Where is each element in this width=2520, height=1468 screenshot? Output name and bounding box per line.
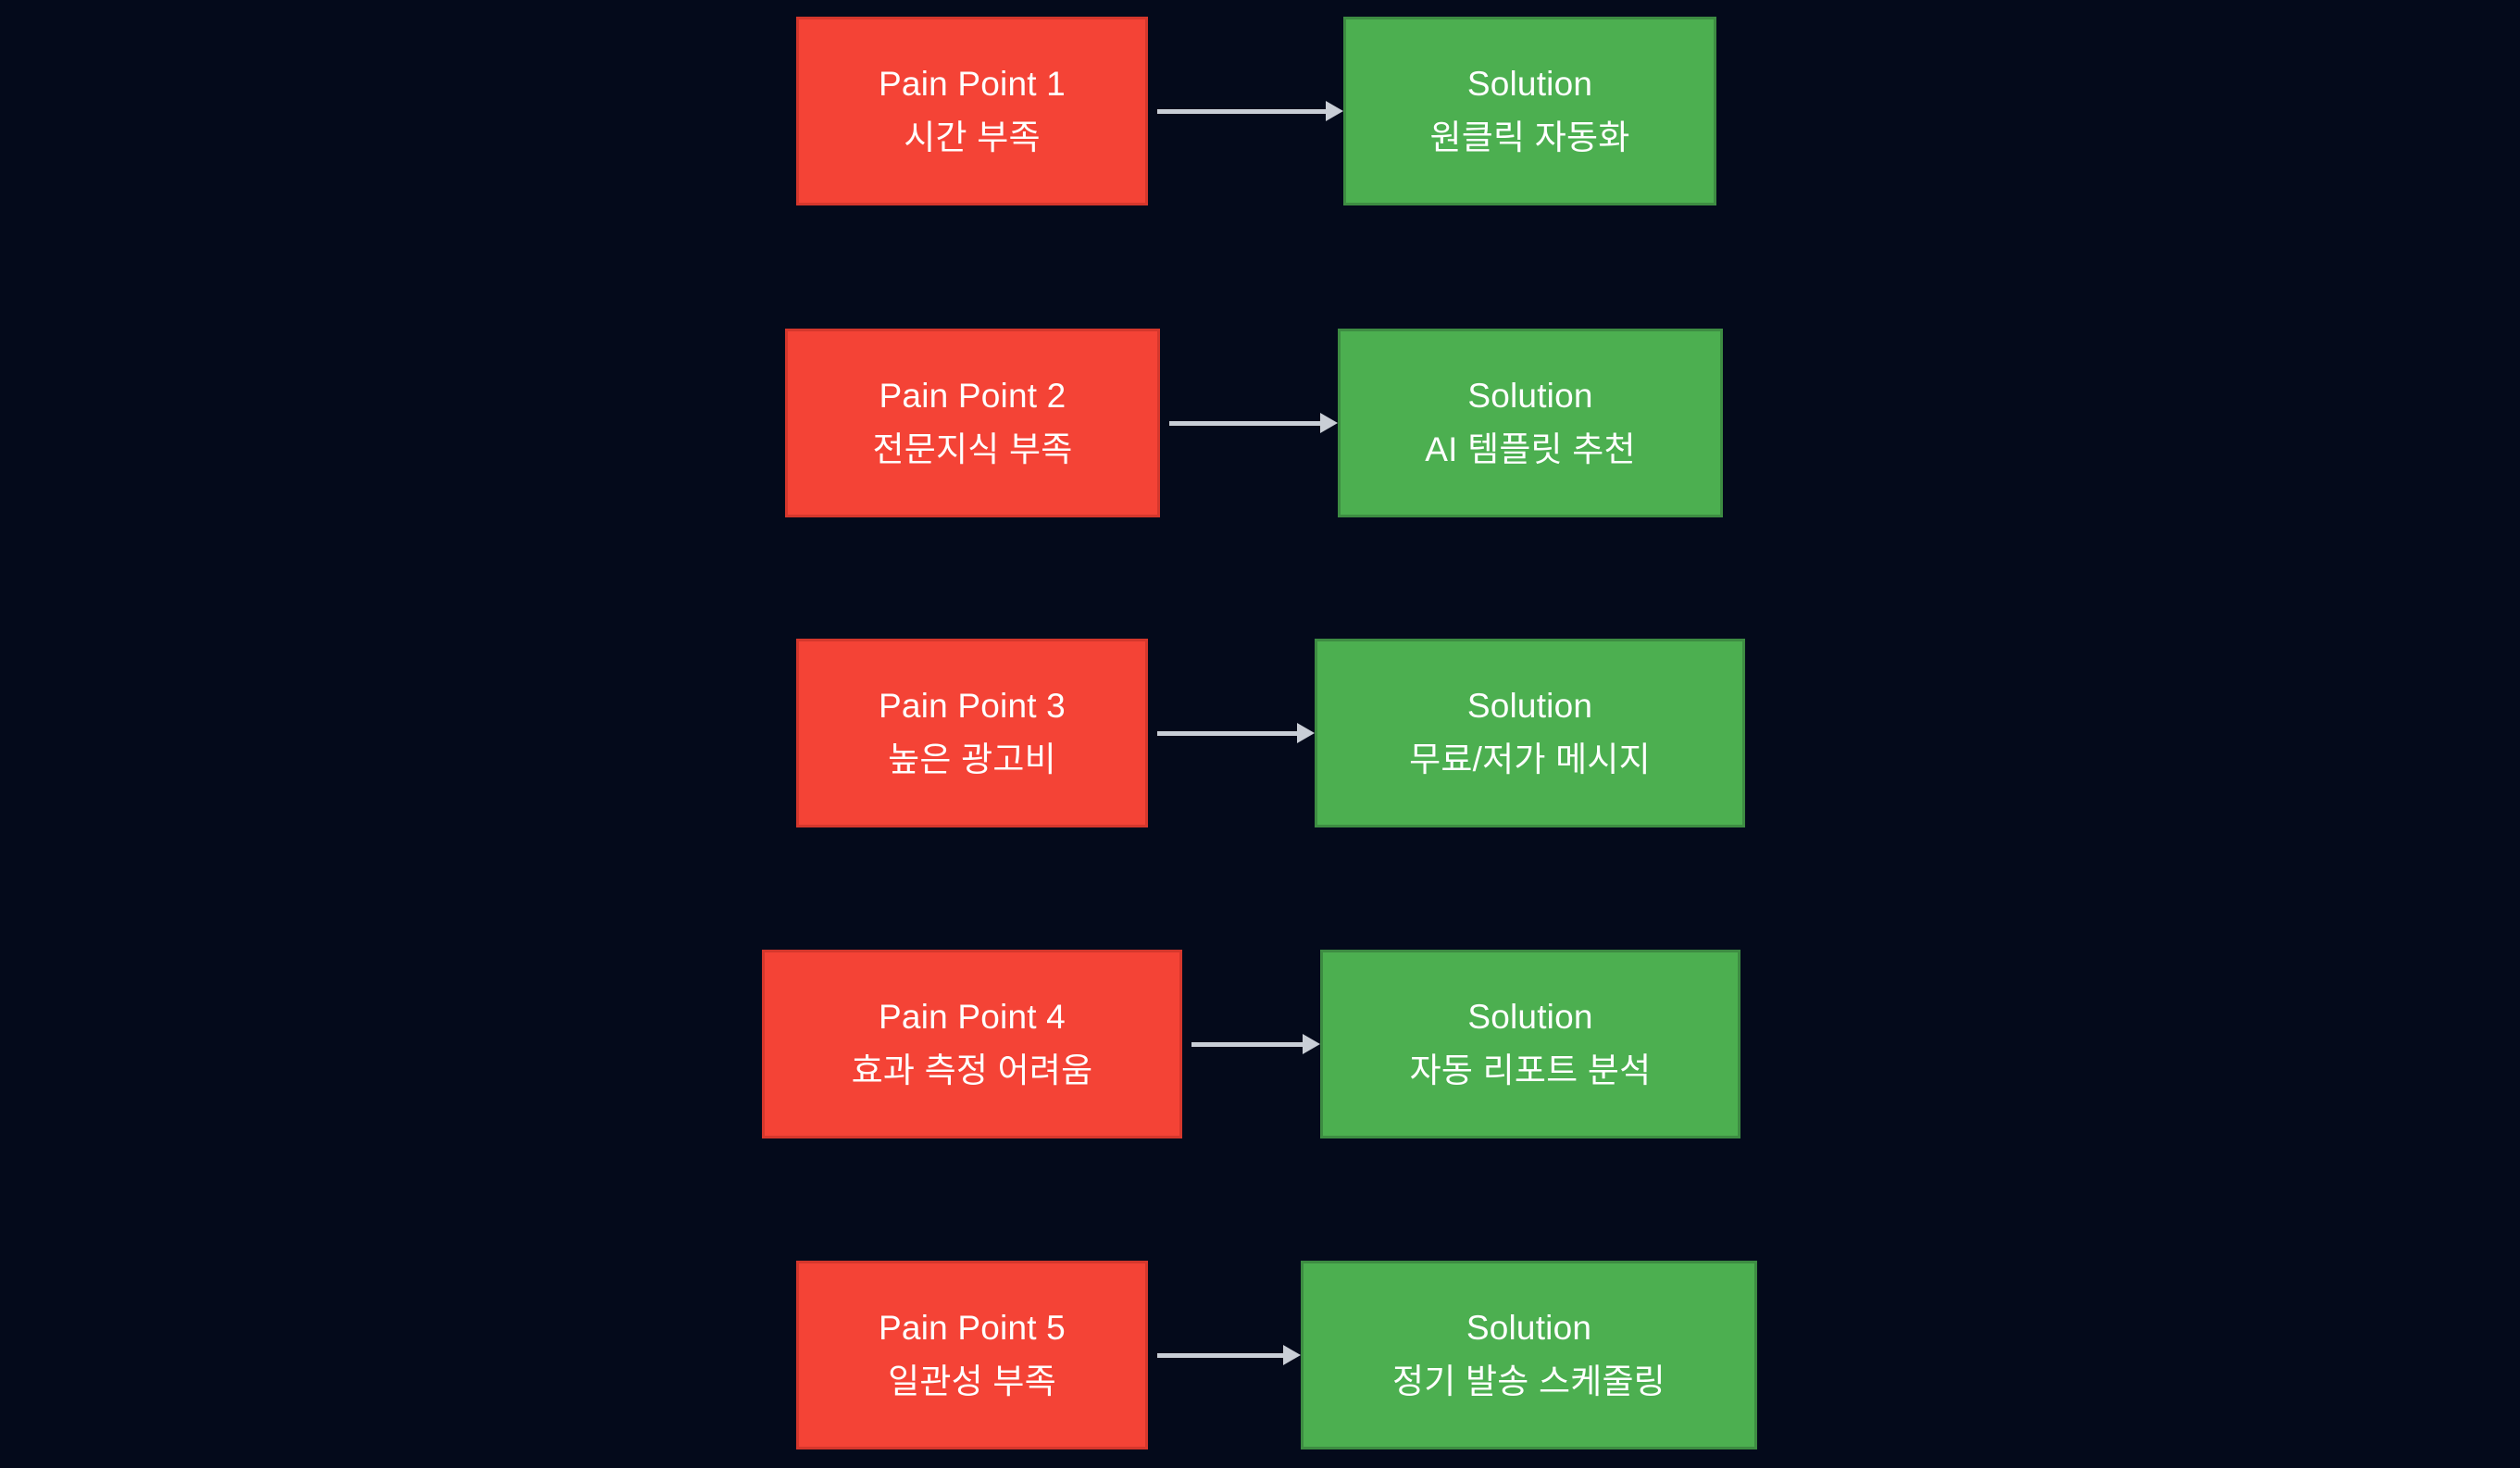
solution-heading: Solution — [1466, 65, 1593, 104]
solution-heading: Solution — [1466, 1309, 1592, 1348]
solution-node-1[interactable]: Solution 원클릭 자동화 — [1343, 17, 1716, 205]
solution-detail: 원클릭 자동화 — [1429, 118, 1630, 156]
arrow-head — [1303, 1034, 1320, 1054]
solution-detail: 무료/저가 메시지 — [1409, 740, 1651, 778]
pain-point-node-1[interactable]: Pain Point 1 시간 부족 — [796, 17, 1148, 205]
arrow-head — [1297, 723, 1315, 743]
flow-row-4: Pain Point 4 효과 측정 어려움 Solution 자동 리포트 분… — [0, 950, 2520, 1138]
solution-detail: AI 템플릿 추천 — [1425, 430, 1636, 468]
arrow-shaft — [1157, 730, 1298, 736]
arrow-head — [1326, 101, 1343, 121]
arrow-head — [1283, 1345, 1301, 1365]
pain-point-heading: Pain Point 3 — [879, 687, 1066, 726]
pain-point-node-3[interactable]: Pain Point 3 높은 광고비 — [796, 639, 1148, 827]
flow-row-3: Pain Point 3 높은 광고비 Solution 무료/저가 메시지 — [0, 639, 2520, 827]
arrow-right-icon-4 — [1191, 1034, 1320, 1054]
pain-point-detail: 높은 광고비 — [888, 740, 1056, 778]
solution-heading: Solution — [1467, 998, 1593, 1037]
pain-point-node-4[interactable]: Pain Point 4 효과 측정 어려움 — [762, 950, 1182, 1138]
pain-point-heading: Pain Point 1 — [879, 65, 1066, 104]
flow-row-1: Pain Point 1 시간 부족 Solution 원클릭 자동화 — [0, 17, 2520, 205]
pain-point-node-5[interactable]: Pain Point 5 일관성 부족 — [796, 1261, 1148, 1449]
pain-point-heading: Pain Point 2 — [879, 377, 1067, 416]
flow-row-5: Pain Point 5 일관성 부족 Solution 정기 발송 스케줄링 — [0, 1261, 2520, 1449]
arrow-right-icon-1 — [1157, 101, 1343, 121]
flow-row-2: Pain Point 2 전문지식 부족 Solution AI 템플릿 추천 — [0, 329, 2520, 517]
solution-node-5[interactable]: Solution 정기 발송 스케줄링 — [1301, 1261, 1757, 1449]
pain-point-detail: 일관성 부족 — [888, 1362, 1056, 1400]
arrow-head — [1320, 413, 1338, 433]
arrow-shaft — [1157, 108, 1327, 114]
pain-point-detail: 시간 부족 — [904, 118, 1041, 156]
pain-point-detail: 효과 측정 어려움 — [851, 1051, 1093, 1089]
arrow-shaft — [1157, 1352, 1284, 1358]
solution-detail: 정기 발송 스케줄링 — [1392, 1362, 1665, 1400]
arrow-right-icon-2 — [1169, 413, 1338, 433]
pain-point-heading: Pain Point 4 — [879, 998, 1066, 1037]
arrow-right-icon-3 — [1157, 723, 1315, 743]
solution-node-2[interactable]: Solution AI 템플릿 추천 — [1338, 329, 1723, 517]
solution-node-4[interactable]: Solution 자동 리포트 분석 — [1320, 950, 1740, 1138]
arrow-right-icon-5 — [1157, 1345, 1301, 1365]
solution-node-3[interactable]: Solution 무료/저가 메시지 — [1315, 639, 1745, 827]
solution-detail: 자동 리포트 분석 — [1409, 1051, 1652, 1089]
pain-point-heading: Pain Point 5 — [879, 1309, 1066, 1348]
pain-point-detail: 전문지식 부족 — [872, 430, 1073, 468]
solution-heading: Solution — [1466, 687, 1593, 726]
solution-heading: Solution — [1467, 377, 1593, 416]
arrow-shaft — [1169, 420, 1321, 426]
pain-point-node-2[interactable]: Pain Point 2 전문지식 부족 — [785, 329, 1160, 517]
arrow-shaft — [1191, 1041, 1304, 1047]
